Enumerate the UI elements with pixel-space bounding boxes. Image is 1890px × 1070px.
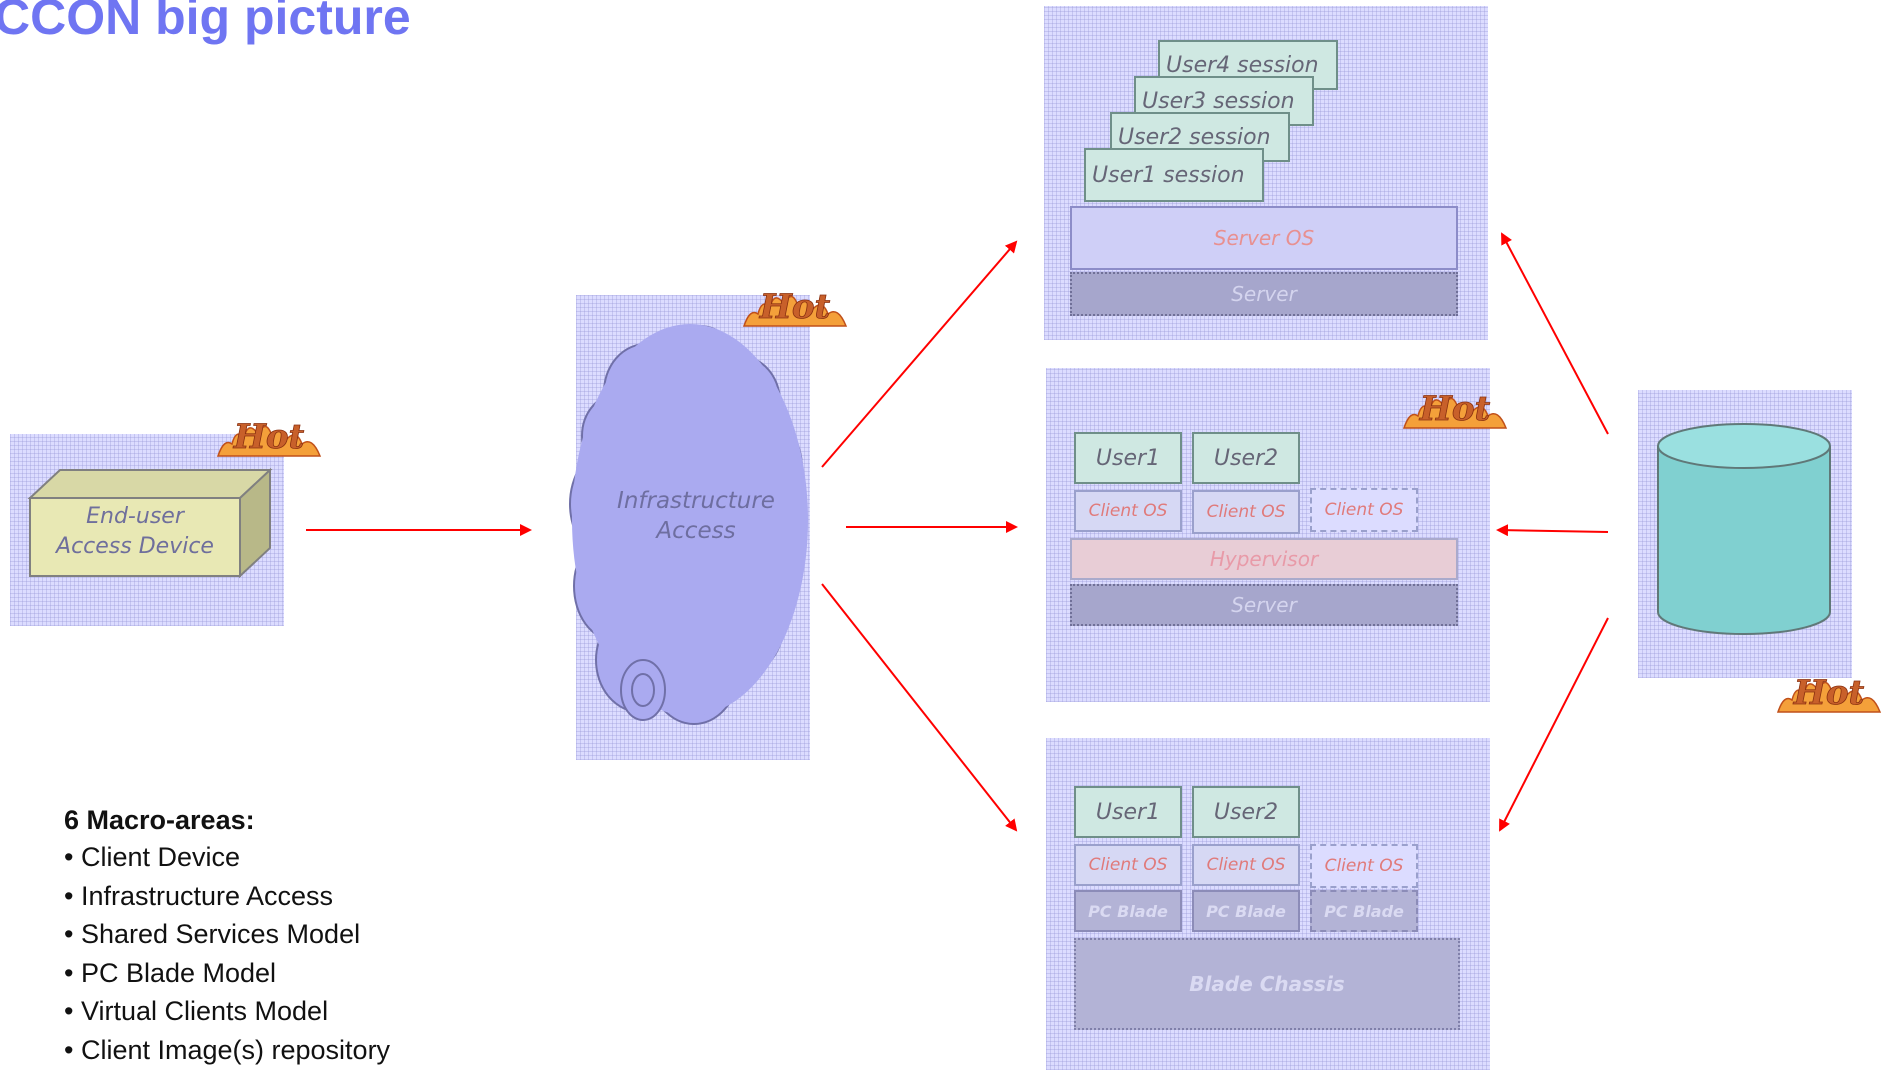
pc-blade-1: PC Blade	[1074, 890, 1182, 932]
hot-badge-icon: Hot	[1402, 389, 1508, 429]
pc-blade-2: PC Blade	[1192, 890, 1300, 932]
vc-client-os-3: Client OS	[1310, 488, 1418, 532]
legend-item: • Virtual Clients Model	[64, 996, 329, 1026]
access-device-label-line2: Access Device	[56, 534, 214, 559]
svg-text:Hot: Hot	[1793, 673, 1865, 713]
hypervisor-layer: Hypervisor	[1070, 538, 1458, 580]
blade-chassis-layer: Blade Chassis	[1074, 938, 1460, 1030]
hot-badge-icon: Hot	[742, 287, 848, 327]
pb-client-os-2: Client OS	[1192, 844, 1300, 886]
arrow-access-to-blade	[821, 583, 1018, 832]
infrastructure-label-line2: Access	[656, 518, 736, 544]
access-device-shape	[27, 467, 273, 579]
macro-areas-legend: 6 Macro-areas: • Client Device • Infrast…	[64, 802, 390, 1069]
pb-client-os-1: Client OS	[1074, 844, 1182, 886]
user1-session: User1 session	[1084, 148, 1264, 202]
cloud-shape	[569, 324, 808, 725]
legend-item: • Client Device	[64, 842, 241, 872]
page-title: CCON big picture	[0, 0, 411, 45]
legend-item: • Infrastructure Access	[64, 880, 334, 911]
access-device-label-line1: End-user	[86, 504, 184, 529]
arrow-repo-to-shared	[1501, 232, 1609, 435]
legend-item: • Client Image(s) repository	[64, 1034, 391, 1065]
pb-user2: User2	[1192, 786, 1300, 838]
svg-text:Hot: Hot	[233, 417, 305, 457]
pc-blade-3: PC Blade	[1310, 890, 1418, 932]
repository-cylinder	[1657, 423, 1831, 635]
pb-client-os-3: Client OS	[1310, 844, 1418, 888]
vc-user1: User1	[1074, 432, 1182, 484]
flow-arrows	[306, 232, 1609, 832]
vc-client-os-1: Client OS	[1074, 490, 1182, 532]
legend-item: • PC Blade Model	[64, 957, 277, 988]
arrow-access-to-shared	[821, 240, 1018, 468]
infrastructure-access-label: Infrastructure Access	[596, 486, 796, 546]
legend-item: • Shared Services Model	[64, 919, 361, 949]
infrastructure-label-line1: Infrastructure	[617, 488, 775, 514]
server-os-layer: Server OS	[1070, 206, 1458, 270]
vc-server-layer: Server	[1070, 584, 1458, 626]
hot-badge-icon: Hot	[216, 417, 322, 457]
vc-user2: User2	[1192, 432, 1300, 484]
hot-badge-icon: Hot	[1776, 673, 1882, 713]
vc-client-os-2: Client OS	[1192, 490, 1300, 534]
access-device-label: End-user Access Device	[30, 502, 240, 562]
arrow-repo-to-blade	[1499, 617, 1609, 832]
svg-text:Hot: Hot	[759, 287, 831, 327]
pb-user1: User1	[1074, 786, 1182, 838]
svg-text:Hot: Hot	[1419, 389, 1491, 429]
server-layer: Server	[1070, 272, 1458, 316]
legend-title: 6 Macro-areas:	[64, 805, 255, 835]
arrow-repo-to-virtual	[1496, 524, 1609, 537]
